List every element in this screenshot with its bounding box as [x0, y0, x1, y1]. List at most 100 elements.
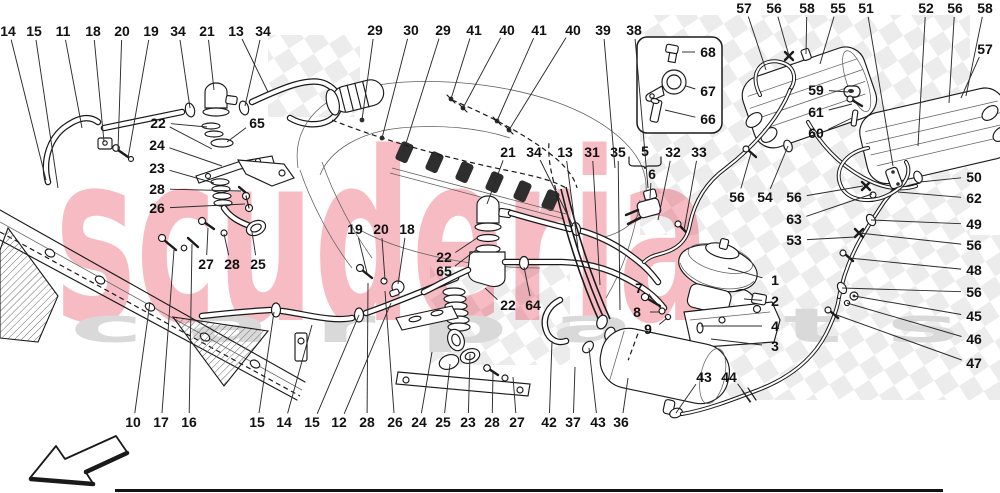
part-number-label: 43: [590, 414, 606, 430]
part-callout-38: 38: [626, 22, 649, 189]
part-callout-5: 5: [641, 143, 649, 159]
part-number-label: 29: [435, 22, 451, 38]
part-callout-64: 64: [523, 266, 541, 313]
part-number-label: 65: [249, 115, 265, 131]
part-callout-23: 23: [149, 160, 215, 184]
electrical-connector: [750, 292, 768, 306]
part-callout-14: 14: [0, 23, 47, 181]
frame-triangular-bracket: [171, 316, 270, 387]
part-number-label: 64: [525, 297, 541, 313]
part-number-label: 47: [966, 355, 982, 371]
part-number-label: 33: [691, 144, 707, 160]
air-valve: [476, 195, 500, 224]
part-callout-20: 20: [373, 221, 389, 281]
part-number-label: 25: [250, 256, 266, 272]
part-callout-27: 27: [509, 376, 525, 430]
part-number-label: 23: [149, 160, 165, 176]
part-number-label: 35: [610, 144, 626, 160]
part-number-label: 23: [460, 414, 476, 430]
part-callout-29: 29: [401, 22, 451, 157]
part-callout-2: 2: [743, 293, 779, 309]
hose-clamp: [184, 102, 196, 118]
air-valve: [204, 82, 228, 109]
hose-clamp: [582, 340, 594, 354]
right-muffler: [836, 85, 1000, 202]
part-callout-18: 18: [397, 221, 415, 285]
part-callout-60: 60: [808, 117, 853, 141]
hose-clamp: [238, 100, 250, 116]
clamp-icon: [645, 69, 687, 102]
fuel-injectors: [395, 141, 560, 212]
part-callout-13: 13: [228, 23, 269, 93]
part-number-label: 44: [721, 369, 737, 385]
part-callout-21: 21: [199, 23, 215, 91]
exhaust-tip: [745, 112, 763, 128]
part-callout-13: 13: [557, 144, 579, 249]
part-number-label: 57: [977, 41, 993, 57]
part-number-label: 22: [150, 115, 166, 131]
part-callout-45: 45: [853, 295, 982, 324]
part-callout-34: 34: [170, 23, 191, 109]
pipe-clamp: [596, 314, 608, 330]
part-callout-40: 40: [508, 22, 581, 131]
part-callout-28: 28: [484, 371, 500, 430]
part-number-label: 57: [736, 0, 752, 16]
part-number-label: 34: [526, 144, 542, 160]
pump-silencer-assembly: [541, 296, 730, 419]
part-number-label: 68: [700, 44, 716, 60]
part-callout-56: 56: [786, 185, 864, 205]
part-callout-53: 53: [786, 232, 856, 248]
part-callout-68: 68: [682, 44, 716, 60]
part-callout-56: 56: [947, 0, 963, 104]
part-number-label: 39: [595, 22, 611, 38]
part-number-label: 49: [966, 216, 982, 232]
part-number-label: 15: [304, 414, 320, 430]
part-number-label: 21: [199, 23, 215, 39]
valve-flange: [210, 138, 234, 148]
part-callout-19: 19: [127, 23, 159, 159]
part-number-label: 9: [644, 321, 652, 337]
part-number-label: 27: [198, 256, 214, 272]
part-callout-33: 33: [683, 144, 707, 231]
part-callout-43: 43: [588, 347, 606, 430]
chassis-frame: [0, 209, 308, 401]
part-number-label: 10: [125, 414, 141, 430]
part-number-label: 38: [626, 22, 642, 38]
hanger-stud: [850, 109, 859, 127]
part-number-label: 45: [966, 308, 982, 324]
part-callout-62: 62: [897, 190, 982, 206]
part-callout-25: 25: [250, 231, 266, 272]
part-number-label: 19: [143, 23, 159, 39]
part-callout-24: 24: [149, 137, 223, 167]
part-number-label: 56: [766, 0, 782, 16]
part-number-label: 12: [331, 414, 347, 430]
part-callout-15: 15: [26, 23, 59, 189]
part-callout-17: 17: [153, 249, 175, 430]
part-callout-35: 35: [610, 144, 626, 311]
hose-clamp: [270, 302, 282, 318]
part-callout-11: 11: [56, 23, 83, 129]
part-number-label: 62: [966, 190, 982, 206]
part-number-label: 4: [771, 318, 779, 334]
part-callout-34: 34: [526, 144, 574, 227]
callout-brace: [628, 156, 662, 170]
part-number-label: 24: [149, 137, 165, 153]
part-callout-55: 55: [819, 0, 846, 65]
part-number-label: 41: [531, 22, 547, 38]
part-number-label: 66: [700, 111, 716, 127]
part-callout-56: 56: [858, 232, 982, 253]
hose-clamp: [518, 255, 530, 271]
part-callout-44: 44: [721, 369, 752, 403]
part-number-label: 16: [181, 414, 197, 430]
part-callout-65: 65: [436, 249, 477, 279]
part-number-label: 50: [966, 169, 982, 185]
part-callout-41: 41: [496, 22, 547, 122]
part-number-label: 18: [399, 221, 415, 237]
part-number-label: 7: [635, 280, 643, 296]
part-number-label: 28: [359, 414, 375, 430]
left-air-valve-assembly: [195, 82, 295, 237]
part-callout-15: 15: [304, 314, 360, 430]
part-number-label: 25: [435, 414, 451, 430]
part-number-label: 48: [966, 262, 982, 278]
part-callout-22: 22: [150, 115, 213, 150]
